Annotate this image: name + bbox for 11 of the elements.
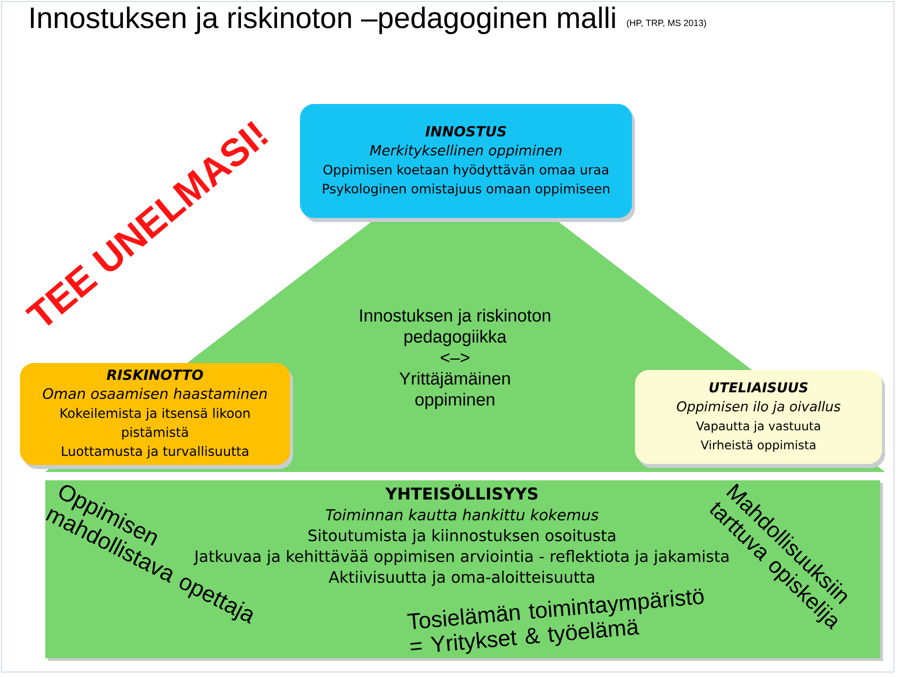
base-band bbox=[45, 480, 883, 661]
rounded-box: INNOSTUS Merkityksellinen oppiminen Oppimisen koetaan hyödyttävän omaa uraa Psykologinen omistajuus omaan oppimiseen bbox=[300, 104, 635, 222]
band-heading: YHTEISÖLLISYYS bbox=[385, 484, 538, 500]
slanted-text: Tosielämän toimintaympäristö = Yritykset & työelämä bbox=[407, 588, 704, 654]
title: Innostuksen ja riskinoton –pedagoginen malli bbox=[30, 6, 615, 34]
rounded-box: RISKINOTTO Oman osaamisen haastaminen Kokeilemista ja itsensä likoon pistämistä Luottamusta ja turvallisuutta bbox=[20, 363, 293, 469]
body-text: Aktiivisuutta ja oma-aloitteisuutta bbox=[328, 570, 594, 586]
rounded-box: UTELIAISUUS Oppimisen ilo ja oivallus Vapautta ja vastuuta Virheistä oppimista bbox=[635, 370, 885, 468]
subheading: Toiminnan kautta hankittu kokemus bbox=[326, 508, 598, 521]
body-text: Sitoutumista ja kiinnostuksen osoitusta bbox=[308, 529, 616, 544]
citation-note: (HP, TRP, MS 2013) bbox=[626, 19, 706, 28]
